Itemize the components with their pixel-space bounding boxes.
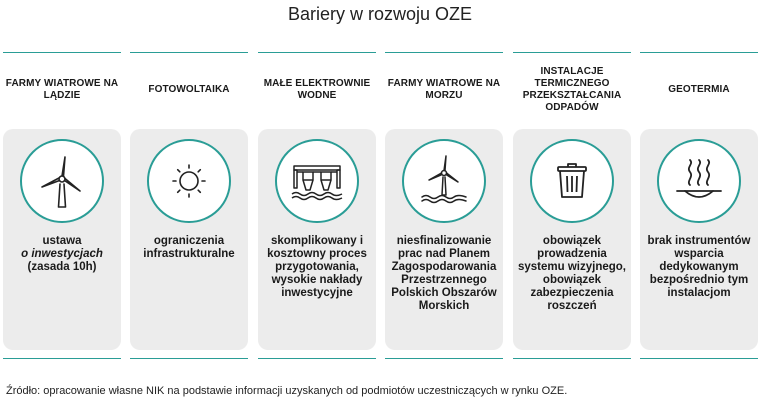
offshore-wind-turbine-icon [421, 155, 467, 204]
bottom-divider [640, 358, 758, 359]
top-divider [513, 52, 631, 53]
barrier-text-line: ustawa [42, 235, 82, 247]
barrier-text: skomplikowany i kosztowny proces przygot… [267, 235, 367, 299]
column-heading: GEOTERMIA [668, 84, 730, 95]
barrier-text-line: (zasada 10h) [27, 261, 97, 273]
barrier-card: brak instrumentów wsparcia dedykowanym b… [640, 129, 758, 350]
icon-circle [147, 139, 231, 223]
top-divider [3, 52, 121, 53]
barrier-text-italic: o inwestycjach [21, 248, 103, 260]
top-divider [385, 52, 503, 53]
bottom-divider [513, 358, 631, 359]
barrier-card: ustawa o inwestycjach (zasada 10h) [3, 129, 121, 350]
barrier-text: obowiązek prowadzenia systemu wizyjnego,… [517, 235, 626, 312]
icon-circle [275, 139, 359, 223]
barrier-text: brak instrumentów wsparcia dedykowanym b… [647, 235, 751, 299]
icon-circle [402, 139, 486, 223]
bottom-divider [385, 358, 503, 359]
column-heading: INSTALACJE TERMICZNEGO PRZEKSZTAŁCANIA O… [522, 66, 622, 113]
bottom-divider [258, 358, 376, 359]
barrier-text: niesfinalizowanie prac nad Planem Zagosp… [391, 235, 497, 312]
barrier-card: skomplikowany i kosztowny proces przygot… [258, 129, 376, 350]
dam-icon [291, 165, 343, 201]
barrier-card: ograniczenia infrastrukturalne [130, 129, 248, 350]
icon-circle [530, 139, 614, 223]
diagram-title: Bariery w rozwoju OZE [287, 4, 473, 24]
barrier-card: niesfinalizowanie prac nad Planem Zagosp… [385, 129, 503, 350]
source-note: Źródło: opracowanie własne NIK na podsta… [6, 385, 568, 397]
barrier-text: ustawa o inwestycjach (zasada 10h) [5, 235, 119, 274]
barrier-card: obowiązek prowadzenia systemu wizyjnego,… [513, 129, 631, 350]
bottom-divider [3, 358, 121, 359]
column-heading: FARMY WIATROWE NA LĄDZIE [5, 78, 119, 101]
geothermal-heat-icon [676, 159, 722, 198]
top-divider [258, 52, 376, 53]
column-heading: MAŁE ELEKTROWNIE WODNE [263, 78, 371, 101]
wind-turbine-icon [41, 156, 81, 208]
column-heading: FOTOWOLTAIKA [148, 84, 230, 95]
icon-circle [20, 139, 104, 223]
icon-circle [657, 139, 741, 223]
bottom-divider [130, 358, 248, 359]
top-divider [130, 52, 248, 53]
trash-bin-icon [557, 163, 587, 198]
sun-icon [172, 164, 206, 198]
barrier-text: ograniczenia infrastrukturalne [143, 235, 235, 260]
top-divider [640, 52, 758, 53]
column-heading: FARMY WIATROWE NA MORZU [387, 78, 501, 101]
